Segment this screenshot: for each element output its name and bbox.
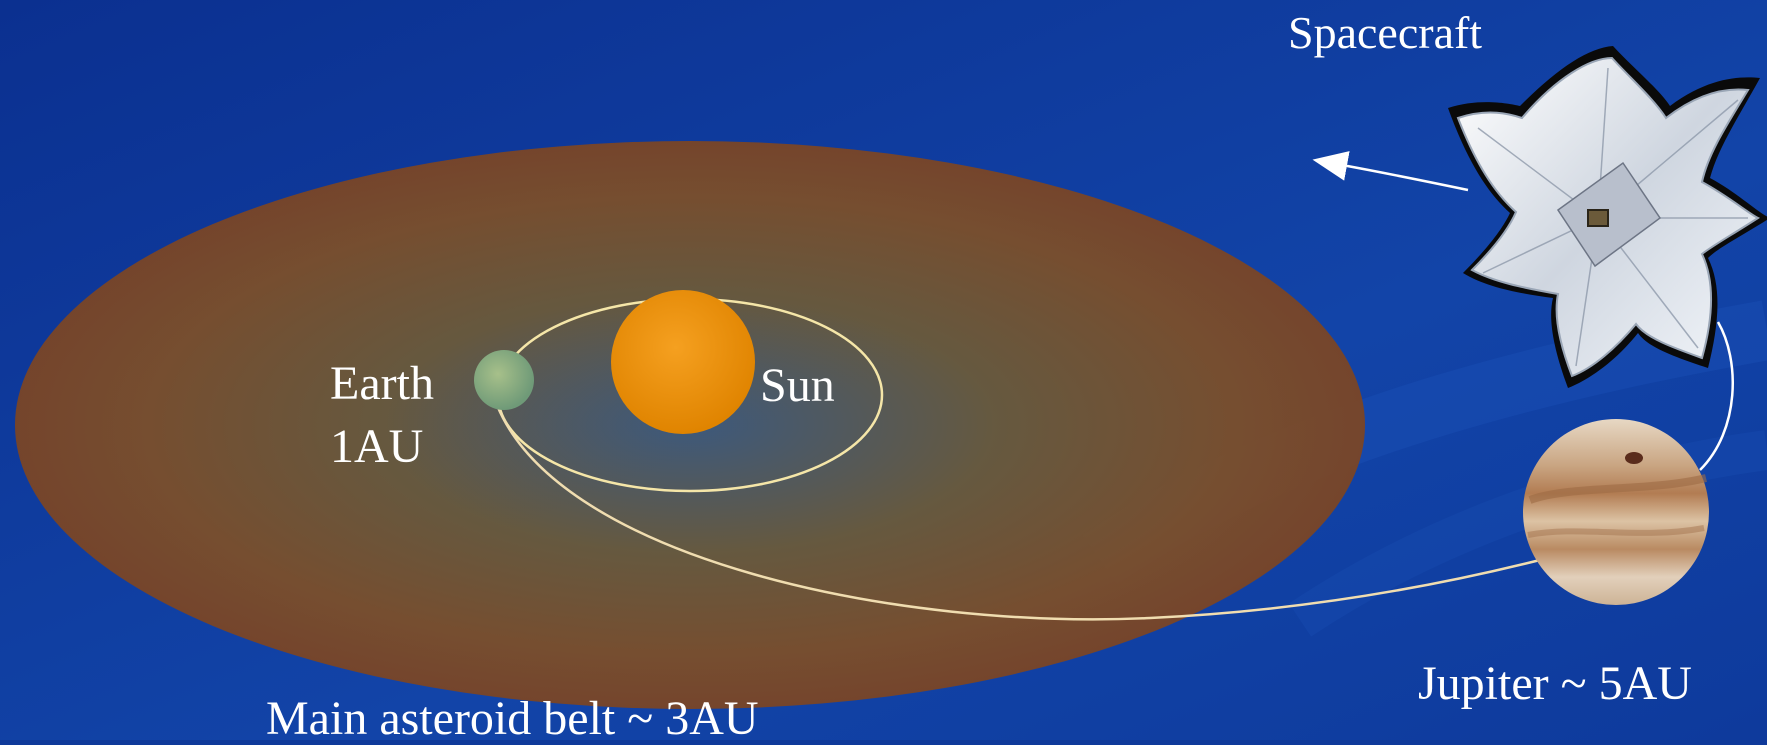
spacecraft-direction-arrow [1312,151,1469,192]
spacecraft-label: Spacecraft [1288,7,1483,58]
earth [474,350,534,410]
jupiter-planet-icon [1523,419,1709,605]
jupiter-label: Jupiter ~ 5AU [1418,657,1692,710]
sun-label: Sun [760,359,835,412]
earth-distance-label: 1AU [330,420,424,473]
asteroid-belt-label: Main asteroid belt ~ 3AU [266,692,759,745]
earth-label: Earth [330,357,434,410]
jupiter-spacecraft-trajectory [1699,321,1734,471]
solar-sail-icon [1448,46,1767,388]
sun [611,290,755,434]
earth-jupiter-trajectory [495,404,1541,621]
